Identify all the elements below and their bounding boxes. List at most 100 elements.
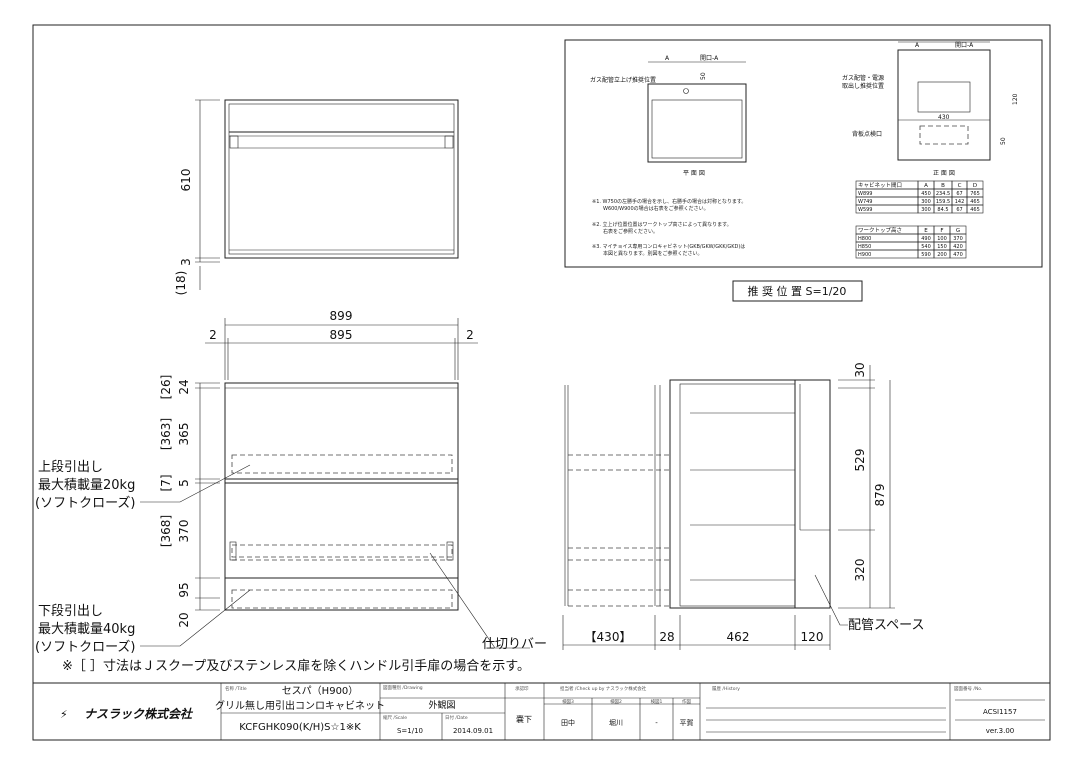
table-cell: 450	[921, 191, 931, 197]
dim-5: 5	[177, 479, 191, 487]
svg-text:開口-A: 開口-A	[955, 42, 974, 49]
svg-text:日付 /Date: 日付 /Date	[445, 714, 468, 721]
dim-368: [368]	[159, 515, 173, 547]
table-cell: 765	[970, 191, 980, 197]
svg-text:A: A	[915, 42, 920, 49]
table-cell: 540	[921, 244, 931, 250]
checker-name: 平賀	[680, 718, 694, 727]
company-logo-mark: ⚡	[60, 708, 68, 721]
inset-caption-box	[732, 280, 863, 302]
svg-text:承認印: 承認印	[515, 685, 529, 692]
bracket-note: ※［ ］寸法はＪスクープ及びステンレス扉を除くハンドル引手扉の場合を示す。	[62, 658, 530, 674]
table-cell: 370	[953, 236, 963, 242]
table-cell: 100	[937, 236, 947, 242]
table-header: C	[958, 183, 962, 189]
inset-caption: 推 奨 位 置 S=1/20	[748, 284, 847, 298]
checker-name: -	[655, 719, 658, 727]
table-header: キャビネット間口	[858, 181, 902, 189]
dim-95: 95	[177, 582, 191, 597]
dim-879: 879	[873, 484, 887, 507]
table-cell: 67	[956, 191, 962, 197]
table-cell: 465	[970, 207, 980, 213]
gas-power-label-2: 取出し推奨位置	[842, 82, 884, 90]
table-cell: 300	[921, 199, 931, 205]
table-cell: 150	[937, 244, 947, 250]
dim-18: (18)	[174, 271, 188, 296]
svg-text:本図と異なります。別図をご参照ください。: 本図と異なります。別図をご参照ください。	[603, 250, 703, 257]
top-view: 610 3 (18)	[174, 99, 459, 296]
dim-28: 28	[659, 630, 674, 644]
checker-name: 田中	[561, 718, 575, 727]
table-cell: H900	[858, 252, 871, 258]
table-cell: 300	[921, 207, 931, 213]
svg-text:縮尺 /Scale: 縮尺 /Scale	[383, 714, 407, 721]
drawing-type: 外観図	[428, 699, 455, 711]
pipe-space-label: 配管スペース	[848, 618, 924, 633]
title-block: ⚡ ナスラック株式会社 名称 /Title セスパ（H900） グリル無し用引出…	[33, 682, 1050, 740]
divider-bar-label: 仕切りバー	[482, 637, 547, 652]
front-view-title: 正 面 図	[933, 170, 955, 177]
svg-text:検図3: 検図3	[562, 698, 574, 705]
plan-view-title: 平 面 図	[683, 170, 705, 177]
table-cell: W899	[858, 191, 873, 197]
table-cell: 84.5	[937, 207, 948, 213]
svg-text:A: A	[665, 55, 670, 62]
svg-text:図面種別 /Drawing: 図面種別 /Drawing	[383, 684, 423, 691]
svg-text:50: 50	[700, 72, 707, 80]
svg-text:430: 430	[938, 114, 950, 121]
dim-365: 365	[177, 423, 191, 446]
upper-drawer-load: 最大積載量20kg	[38, 478, 135, 493]
table-header: A	[924, 183, 928, 189]
front-view: 899 895 2 2 [26] 24 [363] 365 [7] 5 [368…	[140, 309, 530, 649]
svg-text:右表をご参照ください。: 右表をご参照ください。	[603, 228, 658, 235]
recommended-position-inset: A 開口-A ガス配管立上げ推奨位置 50 平 面 図 A 開口-A 430 1…	[564, 39, 1043, 268]
table-header: F	[940, 228, 943, 234]
table-cell: 420	[953, 244, 963, 250]
dim-20: 20	[177, 612, 191, 627]
dim-430: 【430】	[585, 630, 632, 644]
svg-text:図面番号 /No.: 図面番号 /No.	[954, 685, 982, 692]
date: 2014.09.01	[453, 727, 493, 735]
table-cell: 234.5	[936, 191, 950, 197]
dim-610: 610	[179, 169, 193, 192]
approval: 嚢下	[516, 714, 532, 724]
model-number: KCFGHK090(K/H)S☆1※K	[239, 722, 361, 733]
svg-text:※3. マイチョイス専用コンロキャビネット(GKB/GKW/: ※3. マイチョイス専用コンロキャビネット(GKB/GKW/GKK/GKD)は	[592, 243, 745, 250]
svg-text:50: 50	[1000, 137, 1007, 145]
company-logo: ナスラック株式会社	[84, 707, 194, 721]
upper-drawer-label: 上段引出し	[38, 460, 103, 475]
scale: S=1/10	[397, 727, 423, 735]
svg-text:120: 120	[1012, 93, 1019, 105]
table-cell: W749	[858, 199, 873, 205]
table-header: D	[973, 183, 977, 189]
back-panel-label: 背板点検口	[852, 130, 882, 138]
dim-3: 3	[179, 258, 193, 266]
lower-drawer-load: 最大積載量40kg	[38, 622, 135, 637]
svg-text:検図2: 検図2	[610, 698, 622, 705]
table-cell: 465	[970, 199, 980, 205]
svg-text:作図: 作図	[682, 698, 691, 705]
svg-text:※2. 立上げ位置位置はワークトップ高さによって異なります。: ※2. 立上げ位置位置はワークトップ高さによって異なります。	[592, 221, 732, 228]
dim-529: 529	[853, 449, 867, 472]
dim-363: [363]	[159, 418, 173, 450]
lower-drawer-label: 下段引出し	[38, 604, 103, 619]
svg-text:検図1: 検図1	[651, 698, 663, 705]
product-subtitle: グリル無し用引出コンロキャビネット	[215, 699, 385, 712]
table-cell: H800	[858, 236, 871, 242]
dim-26: [26]	[159, 375, 173, 400]
table-cell: W599	[858, 207, 873, 213]
table-header: B	[941, 183, 945, 189]
dim-24: 24	[177, 379, 191, 394]
table-header: ワークトップ高さ	[858, 226, 902, 234]
dim-320: 320	[853, 559, 867, 582]
dim-899: 899	[330, 309, 353, 323]
checker-name: 堀川	[609, 718, 623, 727]
dim-30: 30	[853, 362, 867, 377]
dim-2-right: 2	[466, 328, 474, 342]
table-header: G	[956, 228, 960, 234]
version: ver.3.00	[986, 727, 1015, 735]
table-cell: 142	[955, 199, 965, 205]
sheet-border	[32, 24, 1051, 741]
